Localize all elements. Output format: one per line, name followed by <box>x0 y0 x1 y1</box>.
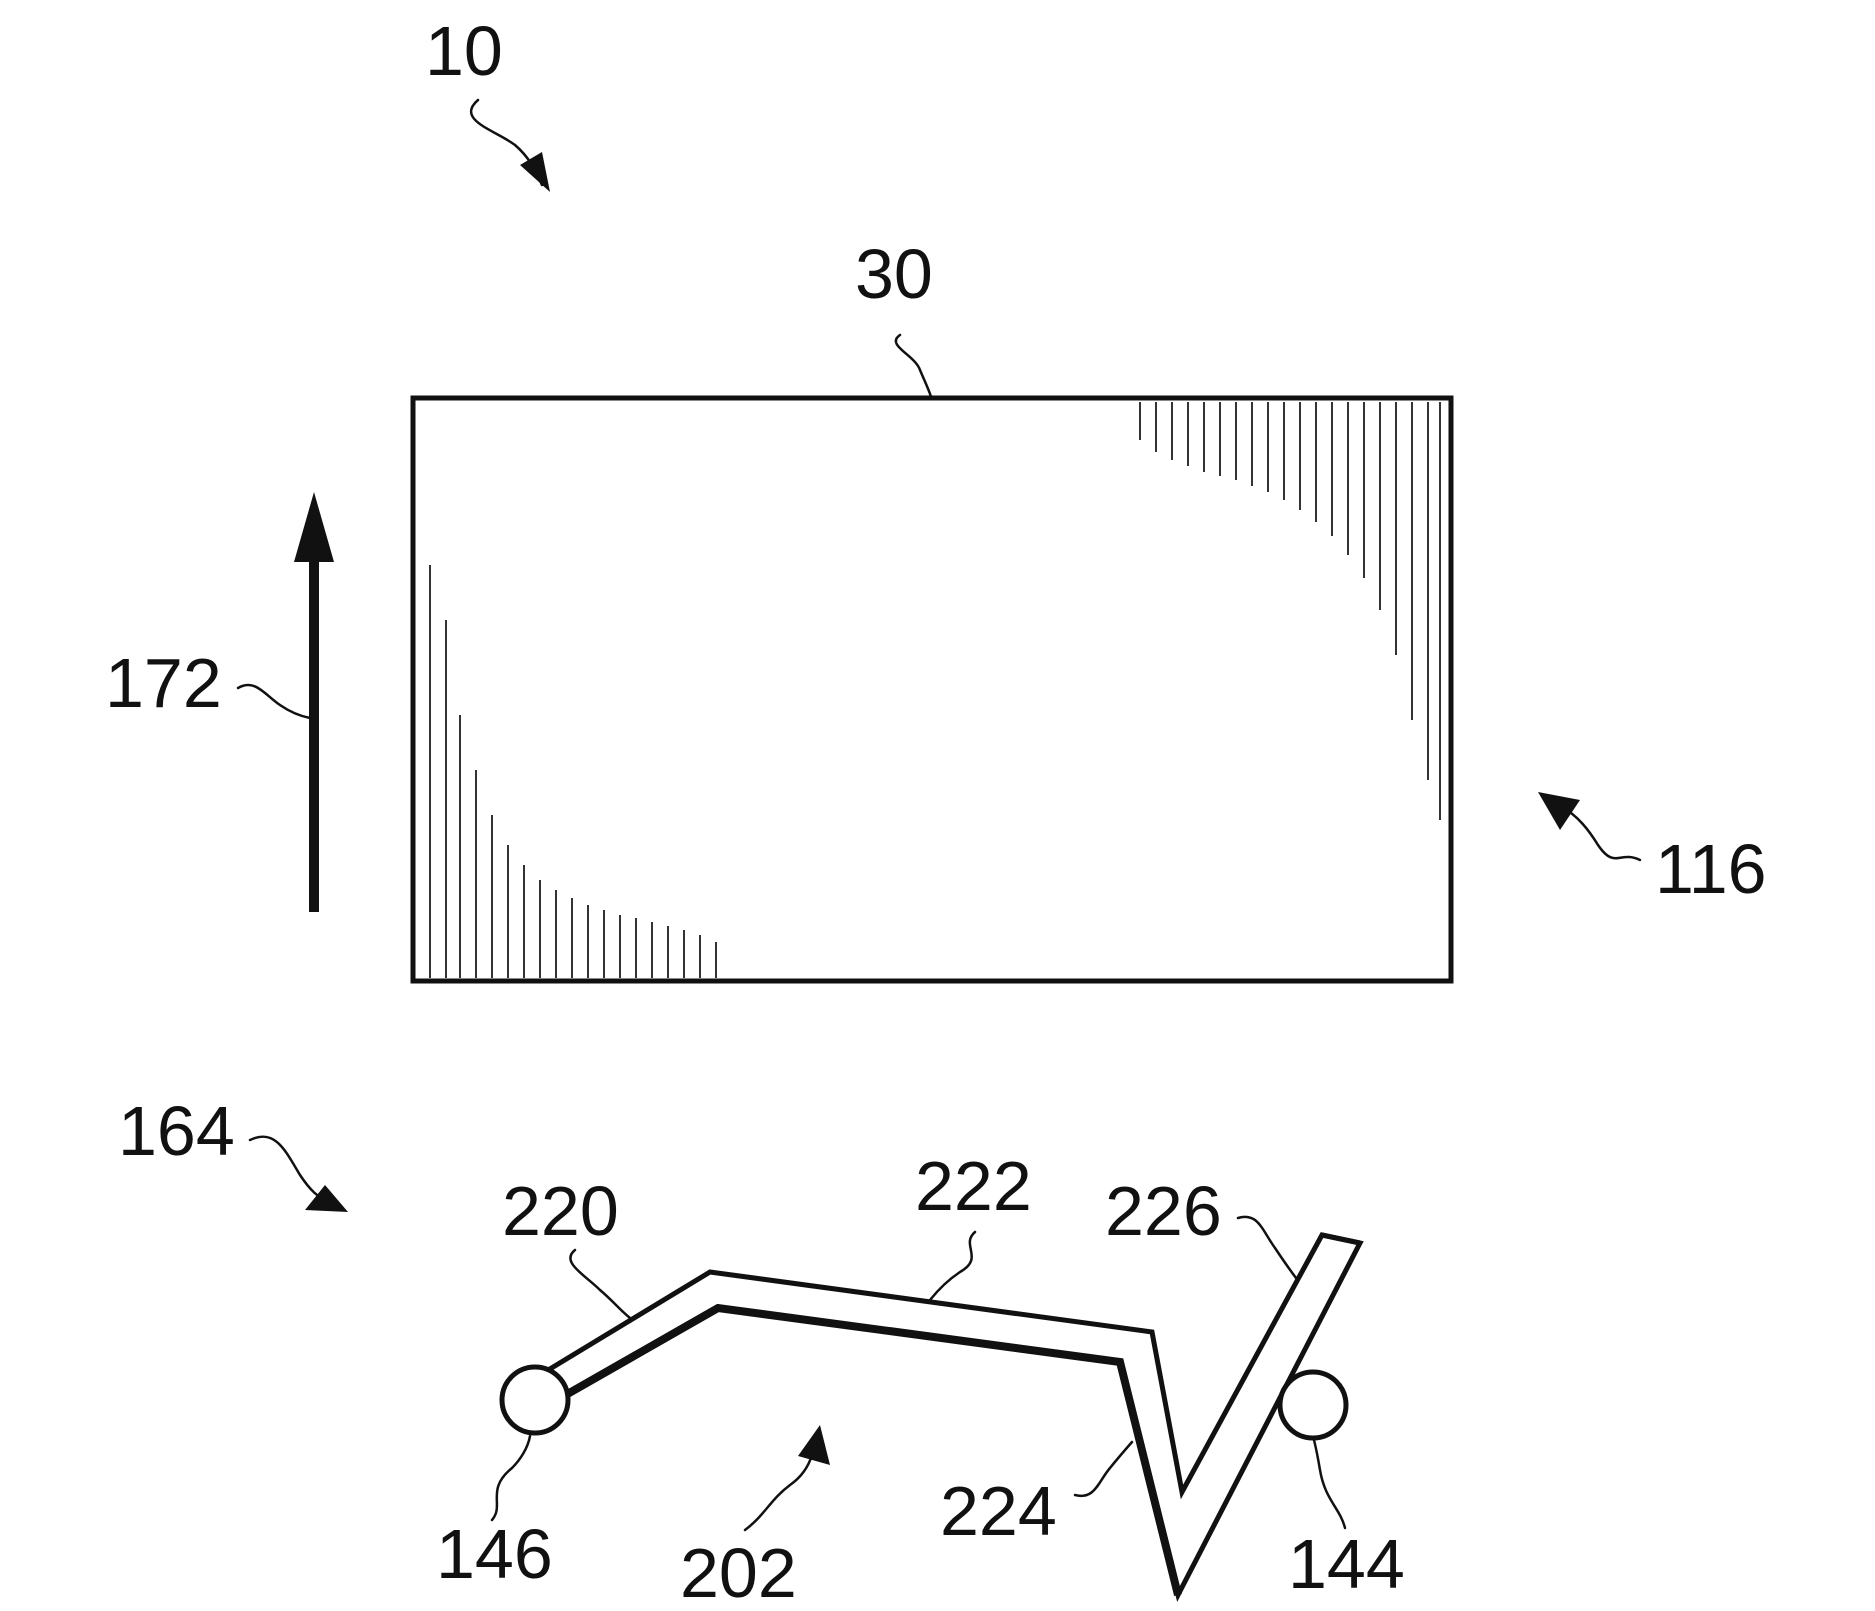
right-pivot-circle <box>1280 1372 1346 1438</box>
label-third-segment: 224 <box>940 1472 1057 1550</box>
leader-direction-arrow <box>238 685 310 718</box>
label-right-pivot: 144 <box>1288 1525 1405 1603</box>
label-device: 10 <box>425 12 503 90</box>
label-first-segment: 220 <box>502 1172 619 1250</box>
label-second-segment: 222 <box>915 1147 1032 1225</box>
linkage-end-cap <box>1322 1235 1360 1243</box>
leader-right-pivot <box>1314 1440 1345 1528</box>
leader-panel-region <box>1560 806 1640 860</box>
label-panel: 30 <box>855 235 933 313</box>
panel-rectangle <box>413 398 1451 981</box>
label-left-pivot: 146 <box>436 1515 553 1593</box>
label-path-region: 164 <box>118 1092 235 1170</box>
leader-fourth-segment <box>1238 1217 1296 1278</box>
label-direction-arrow: 172 <box>105 644 222 722</box>
leader-panel <box>896 335 932 400</box>
label-fourth-segment: 226 <box>1105 1172 1222 1250</box>
arrowhead-device <box>520 152 550 192</box>
leader-third-segment <box>1075 1442 1132 1496</box>
label-panel-region: 116 <box>1655 830 1767 908</box>
leader-first-segment <box>570 1250 630 1318</box>
direction-arrow-head <box>294 492 334 562</box>
arrowhead-panel-region <box>1538 792 1580 830</box>
leader-second-segment <box>930 1232 975 1300</box>
left-pivot-circle <box>502 1367 568 1433</box>
label-path: 202 <box>680 1534 797 1611</box>
linkage-inner-stroke <box>557 1308 1178 1595</box>
arrowhead-path <box>798 1425 830 1465</box>
leader-path <box>745 1455 812 1530</box>
leader-left-pivot <box>492 1436 530 1520</box>
leader-path-region <box>250 1137 330 1202</box>
